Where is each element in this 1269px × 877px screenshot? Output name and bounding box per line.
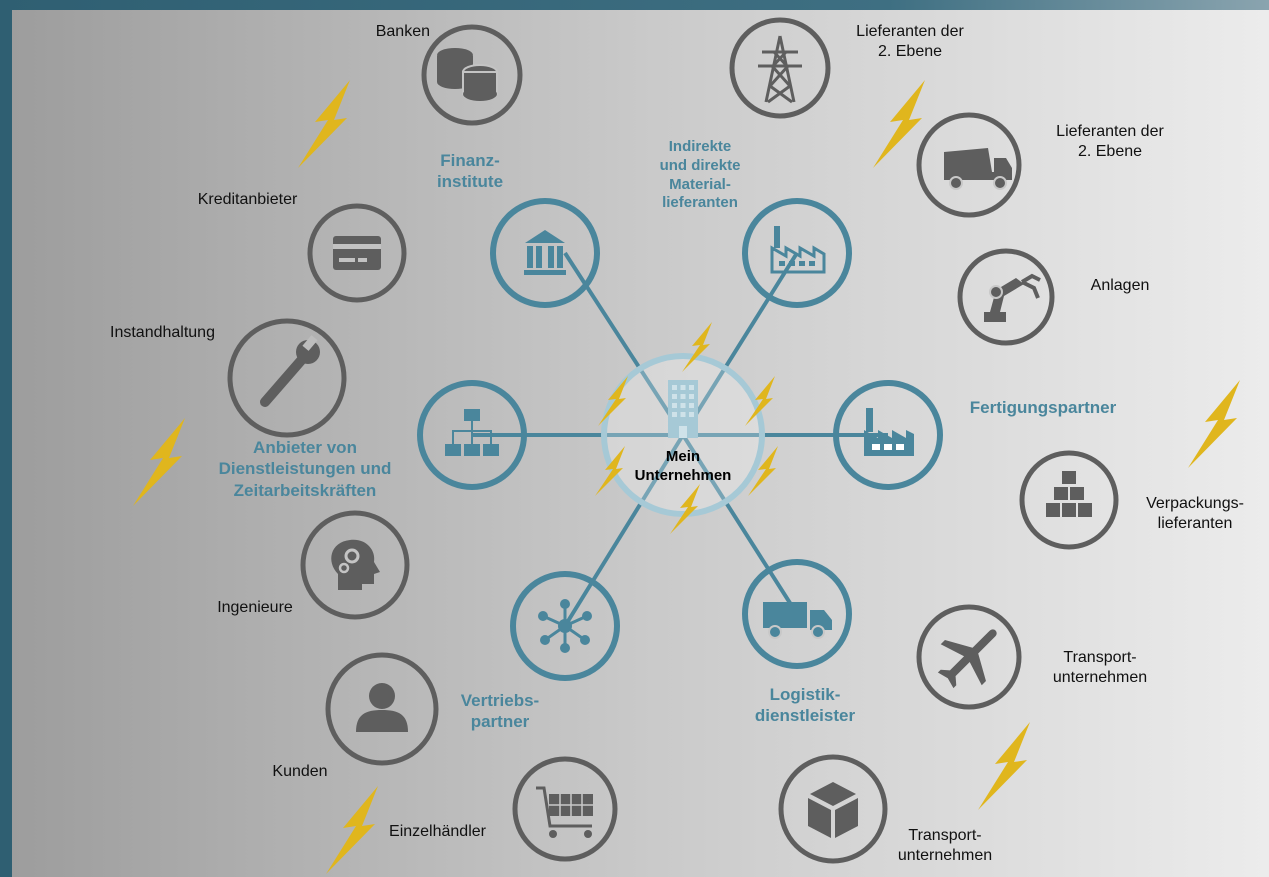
node-engineers <box>300 510 410 620</box>
office-building-icon <box>668 380 698 438</box>
label-finance: Finanz-institute <box>436 151 504 192</box>
node-materials <box>742 198 852 308</box>
label-transport-a: Transport-unternehmen <box>1052 649 1148 686</box>
node-maintenance <box>227 318 347 438</box>
node-equipment <box>957 248 1055 346</box>
boxes-icon <box>1046 471 1092 517</box>
credit-card-icon <box>333 236 381 270</box>
head-gears-icon <box>331 539 380 590</box>
node-supplier-tier2-a <box>729 17 831 119</box>
label-customers: Kunden <box>272 763 328 780</box>
factory-icon <box>770 226 826 274</box>
center-node <box>601 353 765 517</box>
coins-icon <box>437 48 498 101</box>
node-sales <box>510 571 620 681</box>
wrench-icon <box>260 335 320 407</box>
node-customers <box>325 652 439 766</box>
power-tower-icon <box>758 35 802 104</box>
node-credit <box>307 203 407 303</box>
label-logistics: Logistik-dienstleister <box>754 685 856 726</box>
label-equipment: Anlagen <box>1090 277 1150 294</box>
factory-icon <box>864 408 914 456</box>
diagram-background <box>12 10 1269 877</box>
airplane-icon <box>937 629 997 689</box>
node-manufacturing <box>833 380 943 490</box>
label-manufacturing: Fertigungspartner <box>969 398 1117 417</box>
bank-icon <box>524 230 566 275</box>
node-transport-a <box>916 604 1022 710</box>
node-banks <box>421 24 523 126</box>
label-credit: Kreditanbieter <box>197 191 298 208</box>
label-banks: Banken <box>375 23 430 40</box>
node-transport-b <box>778 754 888 864</box>
person-icon <box>356 683 408 732</box>
node-finance <box>490 198 600 308</box>
connector-lines <box>472 251 888 628</box>
node-retailers <box>512 756 618 862</box>
truck-icon <box>763 602 832 639</box>
dump-truck-icon <box>944 148 1012 190</box>
node-supplier-tier2-b <box>916 112 1022 218</box>
label-maintenance: Instandhaltung <box>110 324 215 341</box>
org-chart-icon <box>445 409 499 456</box>
node-packaging <box>1019 450 1119 550</box>
label-retailers: Einzelhändler <box>389 823 486 840</box>
label-sales: Vertriebs-partner <box>460 691 540 732</box>
node-logistics <box>742 559 852 669</box>
node-services <box>417 380 527 490</box>
shopping-cart-icon <box>536 786 593 838</box>
robot-arm-icon <box>984 273 1041 322</box>
label-engineers: Ingenieure <box>217 599 293 616</box>
package-icon <box>808 782 858 838</box>
label-packaging: Verpackungs-lieferanten <box>1146 495 1244 532</box>
label-transport-b: Transport-unternehmen <box>897 827 993 864</box>
network-icon <box>538 599 592 653</box>
